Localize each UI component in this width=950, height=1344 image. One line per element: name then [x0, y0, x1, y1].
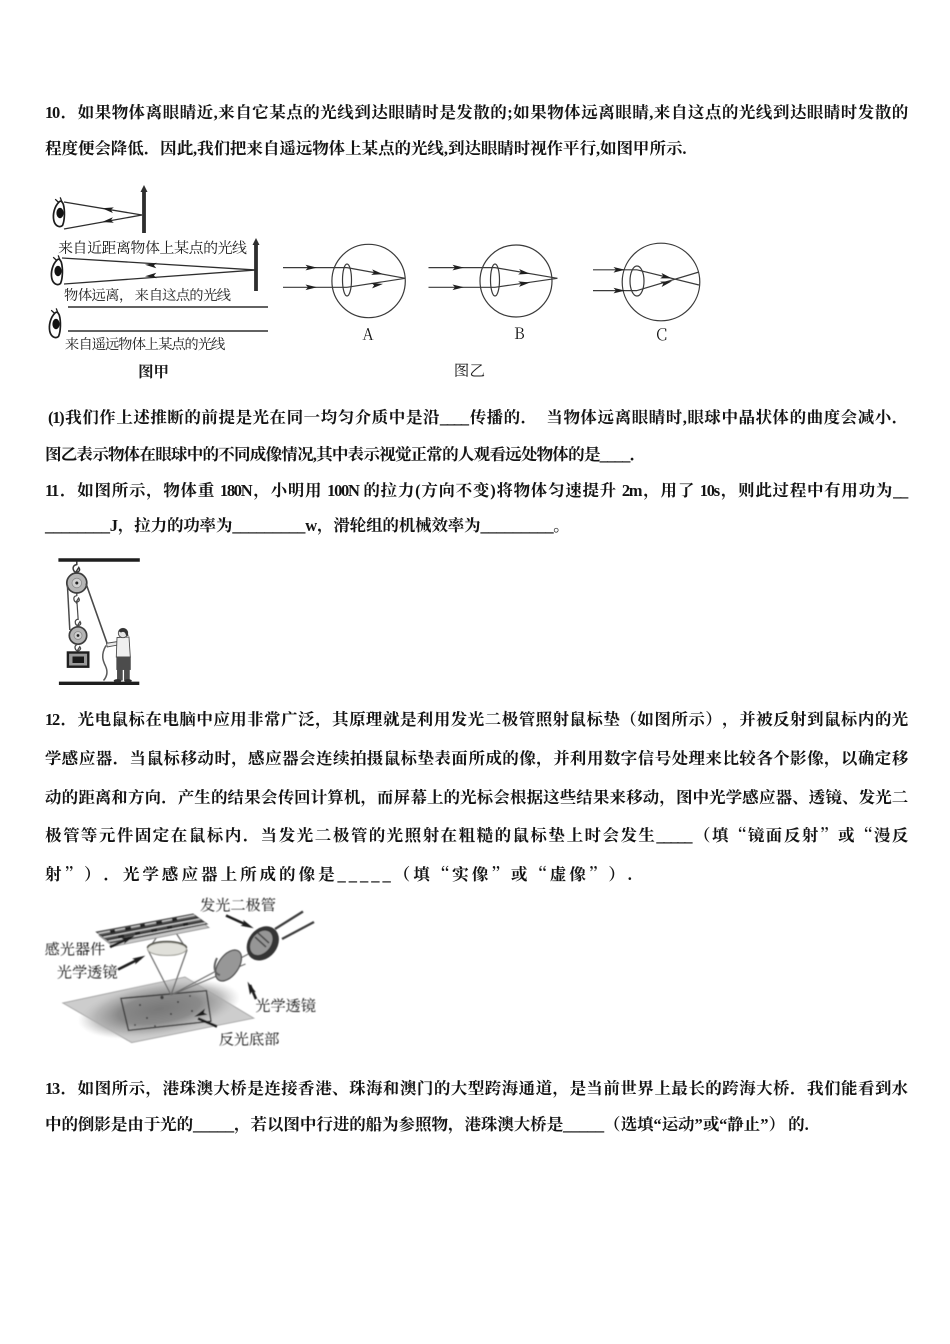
- svg-text:发光二极管: 发光二极管: [200, 895, 276, 916]
- svg-text:图甲: 图甲: [138, 360, 169, 382]
- svg-text:光学透镜: 光学透镜: [255, 995, 317, 1016]
- svg-text:C: C: [656, 322, 667, 345]
- svg-text:反光底部: 反光底部: [219, 1029, 280, 1050]
- svg-text:A: A: [362, 322, 374, 345]
- svg-text:感光器件: 感光器件: [45, 939, 106, 960]
- svg-text:光学透镜: 光学透镜: [57, 962, 119, 983]
- svg-text:来自遥远物体上某点的光线: 来自遥远物体上某点的光线: [65, 334, 226, 354]
- svg-text:来自近距离物体上某点的光线: 来自近距离物体上某点的光线: [58, 237, 247, 258]
- svg-text:物体远离， 来自这点的光线: 物体远离， 来自这点的光线: [64, 285, 232, 305]
- svg-text:B: B: [514, 321, 525, 344]
